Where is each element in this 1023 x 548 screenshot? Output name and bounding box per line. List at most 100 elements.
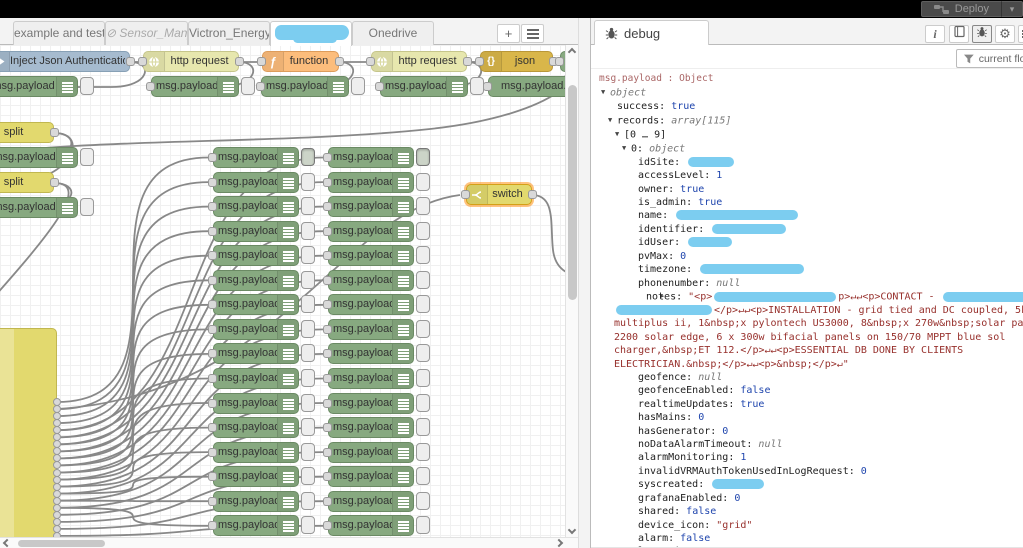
- node-debug-msg-payload[interactable]: msg.payload: [0, 197, 78, 218]
- input-port[interactable]: [483, 82, 492, 91]
- input-port[interactable]: [208, 349, 217, 358]
- debug-button[interactable]: [972, 25, 992, 43]
- debug-toggle-button[interactable]: [416, 516, 430, 534]
- input-port[interactable]: [323, 276, 332, 285]
- canvas-vertical-scrollbar[interactable]: [565, 45, 578, 537]
- input-port[interactable]: [208, 153, 217, 162]
- input-port[interactable]: [208, 472, 217, 481]
- node-debug-msg-payload[interactable]: msg.payload: [328, 417, 414, 438]
- input-port[interactable]: [323, 423, 332, 432]
- scroll-left-icon[interactable]: [2, 538, 12, 548]
- input-port[interactable]: [323, 448, 332, 457]
- node-http-request[interactable]: http request: [371, 51, 467, 72]
- node-debug-msg-payload[interactable]: msg.payload: [213, 393, 299, 414]
- input-port[interactable]: [323, 472, 332, 481]
- scroll-up-icon[interactable]: [567, 47, 577, 57]
- node-debug-msg-payload[interactable]: msg.payload: [0, 147, 78, 168]
- input-port[interactable]: [323, 202, 332, 211]
- add-flow-button[interactable]: +: [497, 24, 520, 43]
- debug-toggle-button[interactable]: [301, 295, 315, 313]
- node-debug-msg-payload[interactable]: msg.payload: [213, 196, 299, 217]
- flow-tab-victron-energy[interactable]: Victron_Energy: [188, 21, 270, 45]
- output-port[interactable]: [126, 57, 135, 66]
- node-debug-msg-payload[interactable]: msg.payload: [328, 343, 414, 364]
- output-port[interactable]: [53, 532, 61, 537]
- flow-tab-redacted[interactable]: [270, 21, 352, 46]
- debug-toggle-button[interactable]: [416, 418, 430, 436]
- input-port[interactable]: [208, 227, 217, 236]
- output-port[interactable]: [50, 178, 59, 187]
- node-debug-msg-payload[interactable]: msg.payload: [213, 319, 299, 340]
- debug-toggle-button[interactable]: [241, 77, 255, 95]
- output-port[interactable]: [463, 57, 472, 66]
- debug-toggle-button[interactable]: [416, 197, 430, 215]
- debug-toggle-button[interactable]: [470, 77, 484, 95]
- debug-toggle-button[interactable]: [416, 173, 430, 191]
- input-port[interactable]: [208, 448, 217, 457]
- debug-toggle-button[interactable]: [416, 246, 430, 264]
- scroll-right-icon[interactable]: [554, 538, 564, 548]
- scroll-down-icon[interactable]: [567, 525, 577, 535]
- node-debug-msg-payload[interactable]: msg.payload: [328, 368, 414, 389]
- debug-toggle-button[interactable]: [301, 320, 315, 338]
- input-port[interactable]: [323, 399, 332, 408]
- debug-toggle-button[interactable]: [301, 516, 315, 534]
- node-debug-msg-payload[interactable]: msg.payload: [328, 172, 414, 193]
- input-port[interactable]: [323, 497, 332, 506]
- debug-toggle-button[interactable]: [416, 492, 430, 510]
- input-port[interactable]: [257, 57, 266, 66]
- input-port[interactable]: [138, 57, 147, 66]
- node-debug-msg-payload[interactable]: msg.payload: [328, 319, 414, 340]
- debug-toggle-button[interactable]: [301, 173, 315, 191]
- debug-toggle-button[interactable]: [80, 148, 94, 166]
- node-debug-msg-payload[interactable]: msg.payload: [213, 343, 299, 364]
- node-inject-json-authentication[interactable]: Inject Json Authentication: [0, 51, 130, 72]
- node-split[interactable]: split: [0, 172, 54, 193]
- node-debug-msg-payload[interactable]: msg.payload: [213, 270, 299, 291]
- input-port[interactable]: [323, 251, 332, 260]
- node-debug-msg-payload[interactable]: msg.payload: [380, 76, 468, 97]
- expand-arrow[interactable]: ▼: [601, 88, 606, 96]
- input-port[interactable]: [323, 521, 332, 530]
- node-debug-msg-payload[interactable]: msg.payload: [328, 515, 414, 536]
- debug-filter-button[interactable]: current flow: [956, 49, 1023, 68]
- flow-list-button[interactable]: [521, 24, 544, 43]
- debug-toggle-button[interactable]: [416, 467, 430, 485]
- debug-toggle-button[interactable]: [351, 77, 365, 95]
- expand-arrow[interactable]: ▼: [608, 115, 613, 124]
- input-port[interactable]: [208, 374, 217, 383]
- debug-toggle-button[interactable]: [301, 418, 315, 436]
- flow-tab-onedrive[interactable]: Onedrive: [352, 21, 434, 45]
- input-port[interactable]: [208, 423, 217, 432]
- node-debug-msg-payload[interactable]: msg.payload: [328, 466, 414, 487]
- debug-toggle-button[interactable]: [416, 271, 430, 289]
- debug-toggle-button[interactable]: [416, 295, 430, 313]
- deploy-button[interactable]: Deploy: [920, 1, 1001, 17]
- info-button[interactable]: i: [925, 25, 945, 43]
- flow-tab-sensor-many[interactable]: ⊘ Sensor_Many: [105, 21, 188, 45]
- debug-toggle-button[interactable]: [301, 344, 315, 362]
- debug-toggle-button[interactable]: [301, 443, 315, 461]
- node-split[interactable]: split: [0, 122, 54, 143]
- output-port[interactable]: [53, 461, 61, 469]
- node-switch-large[interactable]: [0, 328, 57, 537]
- input-port[interactable]: [208, 399, 217, 408]
- output-port[interactable]: [50, 128, 59, 137]
- horizontal-scroll-thumb[interactable]: [18, 540, 105, 547]
- input-port[interactable]: [256, 82, 265, 91]
- help-button[interactable]: [949, 25, 969, 43]
- node-debug-msg-payload[interactable]: msg.payload: [213, 515, 299, 536]
- debug-toggle-button[interactable]: [301, 246, 315, 264]
- input-port[interactable]: [323, 153, 332, 162]
- input-port[interactable]: [208, 276, 217, 285]
- panel-menu-button[interactable]: [1018, 25, 1023, 43]
- input-port[interactable]: [323, 325, 332, 334]
- config-button[interactable]: ⚙: [995, 25, 1015, 43]
- node-http-request[interactable]: http request: [143, 51, 239, 72]
- node-debug-msg-payload[interactable]: msg.payload: [328, 196, 414, 217]
- canvas-horizontal-scrollbar[interactable]: [0, 537, 578, 548]
- debug-toggle-button[interactable]: [80, 77, 94, 95]
- node-debug-msg-payload[interactable]: msg.payload: [328, 393, 414, 414]
- sidebar-resizer[interactable]: [578, 18, 590, 548]
